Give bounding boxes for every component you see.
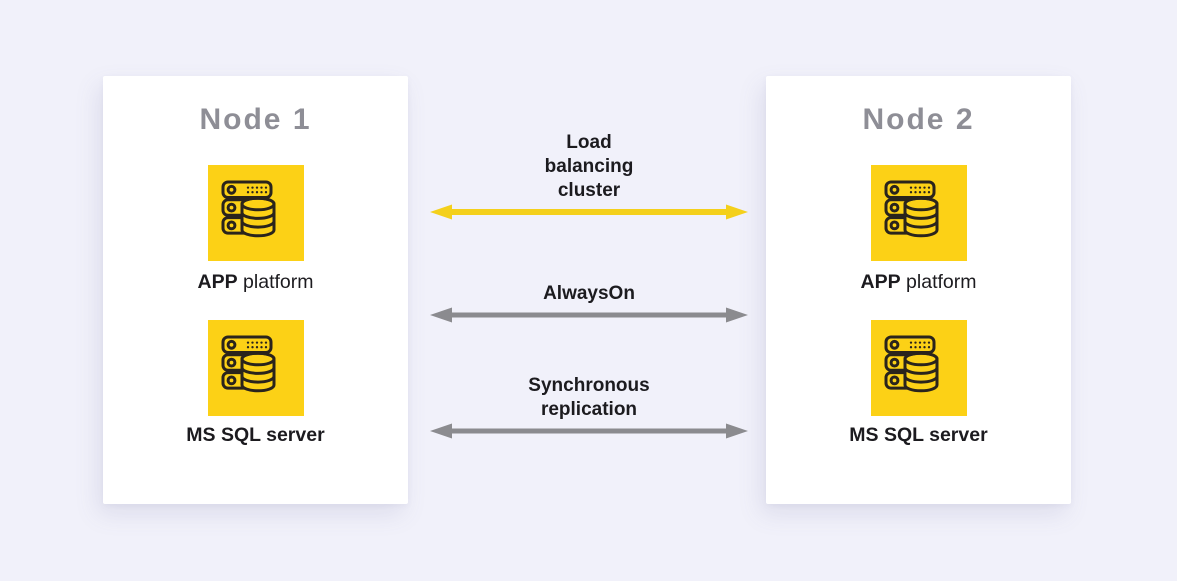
item-label-ms-sql-server: MS SQL server xyxy=(186,423,324,447)
connector-load-balancing-cluster: Load balancing cluster xyxy=(428,131,750,221)
connector-label: Load balancing cluster xyxy=(544,132,634,201)
item-label-ms-sql-server: MS SQL server xyxy=(849,423,987,447)
item-label-rest: platform xyxy=(900,271,977,293)
connector-label: Synchronous replication xyxy=(528,375,650,420)
node-card-2: Node 2 xyxy=(766,76,1071,504)
item-label-strong: MS SQL server xyxy=(186,424,325,446)
double-arrow-icon xyxy=(430,204,748,220)
item-label-app-platform: APP platform xyxy=(198,270,314,294)
node-card-1: Node 1 xyxy=(103,76,408,504)
node-title-1: Node 1 xyxy=(199,103,312,136)
item-label-rest: platform xyxy=(237,271,314,293)
item-label-strong: APP xyxy=(197,271,238,293)
connector-label: AlwaysOn xyxy=(543,283,635,304)
node-title-2: Node 2 xyxy=(862,103,975,136)
connector-alwayson: AlwaysOn xyxy=(428,282,750,324)
connector-synchronous-replication: Synchronous replication xyxy=(428,374,750,440)
item-label-strong: APP xyxy=(860,271,901,293)
server-database-icon xyxy=(870,165,967,261)
server-database-icon xyxy=(207,165,304,261)
double-arrow-icon xyxy=(430,307,748,323)
server-database-icon xyxy=(207,320,304,416)
item-label-app-platform: APP platform xyxy=(861,270,977,294)
double-arrow-icon xyxy=(430,423,748,439)
server-database-icon xyxy=(870,320,967,416)
item-label-strong: MS SQL server xyxy=(849,424,988,446)
